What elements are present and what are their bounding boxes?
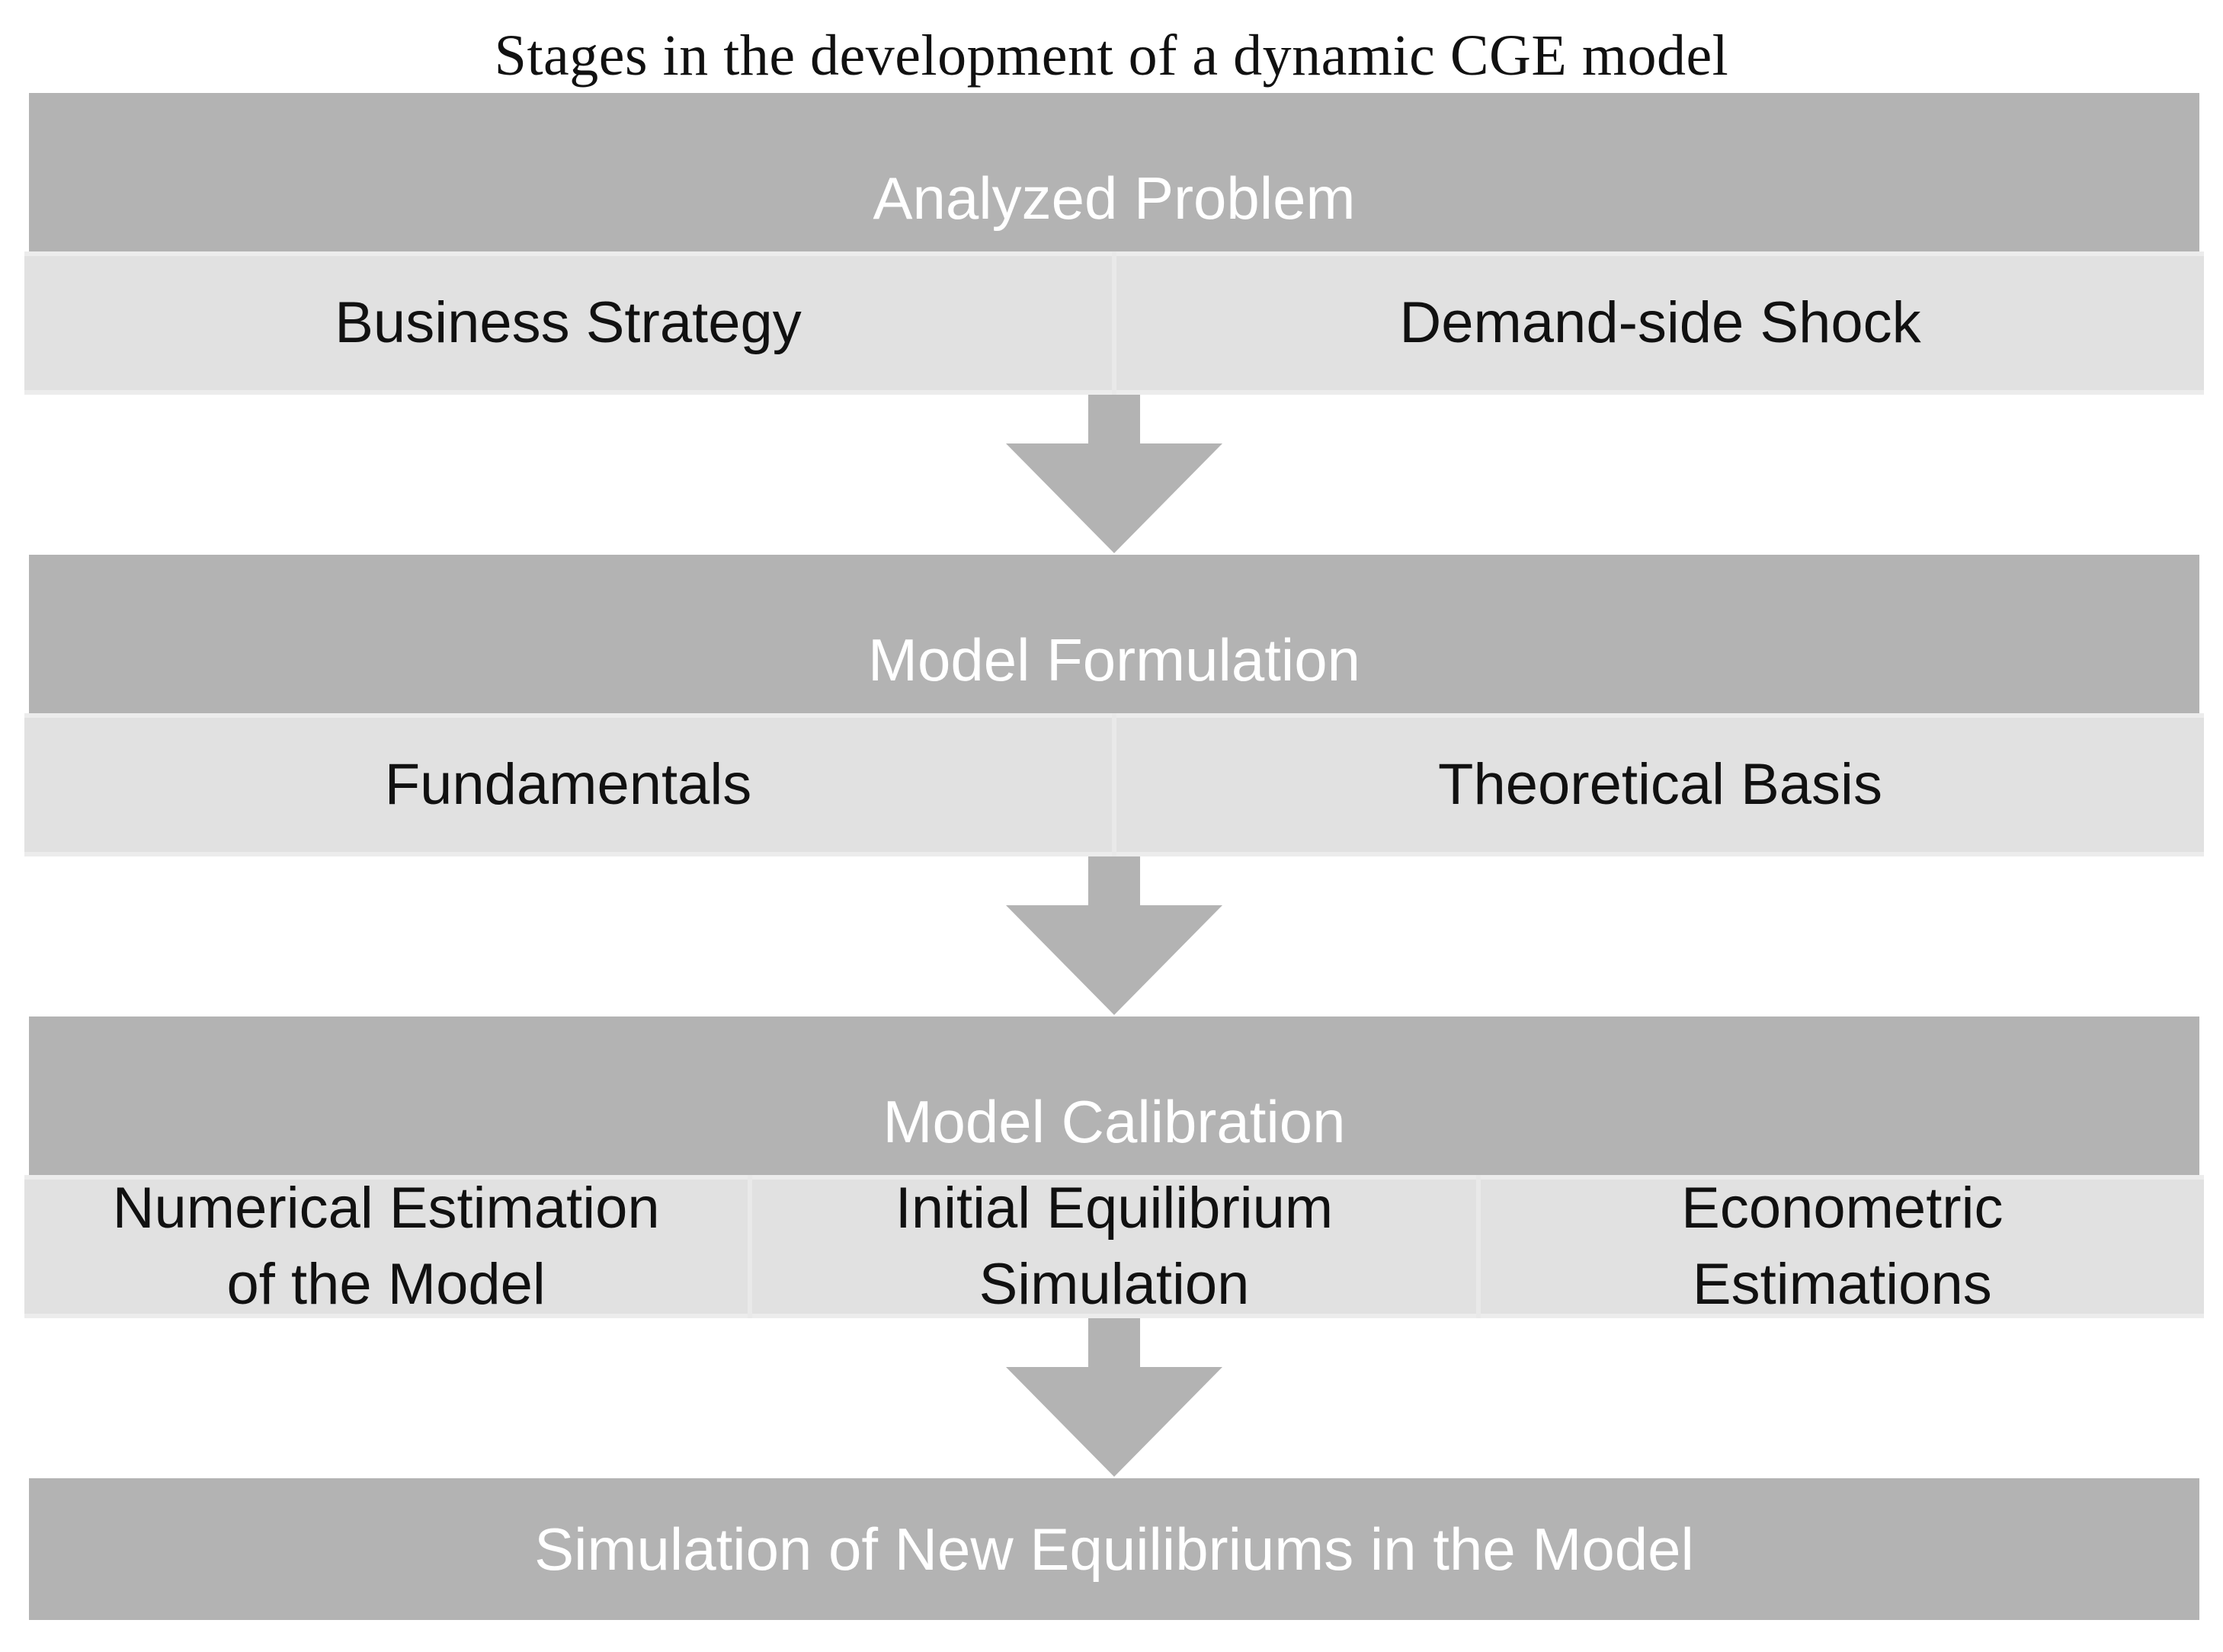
stage-analyzed-problem: Analyzed Problem xyxy=(29,93,2199,253)
stage-model-formulation-items: Fundamentals Theoretical Basis xyxy=(24,713,2204,856)
stage-label: Analyzed Problem xyxy=(873,165,1356,232)
stage-analyzed-problem-items: Business Strategy Demand-side Shock xyxy=(24,251,2204,395)
down-arrow-1 xyxy=(1006,395,1222,553)
item-numerical-estimation: Numerical Estimation of the Model xyxy=(24,1175,748,1318)
stage-model-formulation: Model Formulation xyxy=(29,555,2199,715)
item-fundamentals: Fundamentals xyxy=(24,713,1112,856)
item-theoretical-basis: Theoretical Basis xyxy=(1116,713,2204,856)
stage-model-calibration: Model Calibration xyxy=(29,1016,2199,1177)
stage-simulation-new-equilibriums: Simulation of New Equilibriums in the Mo… xyxy=(29,1478,2199,1620)
item-initial-equilibrium: Initial Equilibrium Simulation xyxy=(752,1175,1476,1318)
diagram-title: Stages in the development of a dynamic C… xyxy=(494,24,1729,88)
item-business-strategy: Business Strategy xyxy=(24,251,1112,395)
down-arrow-2 xyxy=(1006,856,1222,1015)
stage-label: Model Formulation xyxy=(868,626,1360,693)
item-demand-side-shock: Demand-side Shock xyxy=(1116,251,2204,395)
stage-label: Model Calibration xyxy=(882,1088,1346,1155)
item-econometric-estimations: Econometric Estimations xyxy=(1480,1175,2204,1318)
stage-model-calibration-items: Numerical Estimation of the Model Initia… xyxy=(24,1175,2204,1318)
down-arrow-3 xyxy=(1006,1318,1222,1477)
